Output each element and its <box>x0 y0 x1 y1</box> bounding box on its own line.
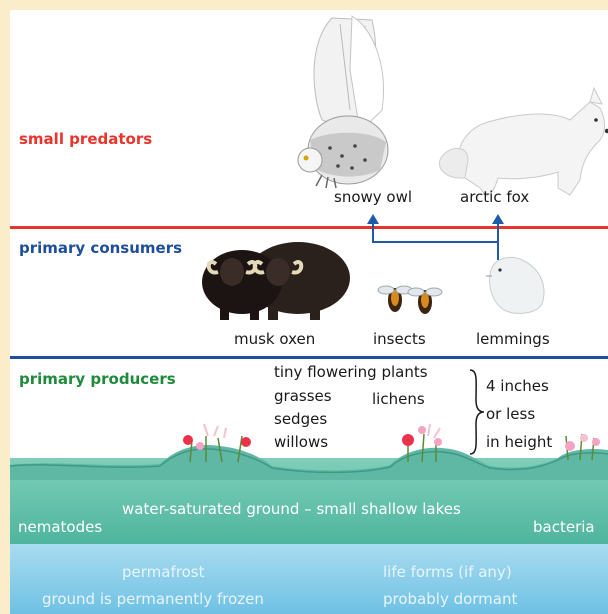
label-grasses: grasses <box>274 387 332 405</box>
label-willows: willows <box>274 433 328 451</box>
label-insects: insects <box>373 330 426 348</box>
label-lichens: lichens <box>372 390 425 408</box>
label-bacteria: bacteria <box>533 518 595 536</box>
label-height-1: 4 inches <box>486 377 549 395</box>
food-web-diagram: small predators primary consumers primar… <box>10 10 608 614</box>
label-sedges: sedges <box>274 410 327 428</box>
label-permafrost: permafrost <box>122 563 204 581</box>
label-lemmings: lemmings <box>476 330 550 348</box>
label-dormant: probably dormant <box>383 590 517 608</box>
label-saturated-ground: water-saturated ground – small shallow l… <box>122 500 461 518</box>
label-life-forms: life forms (if any) <box>383 563 512 581</box>
label-permafrost-desc: ground is permanently frozen <box>42 590 264 608</box>
label-flowering-plants: tiny flowering plants <box>274 363 428 381</box>
label-nematodes: nematodes <box>18 518 102 536</box>
label-musk-oxen: musk oxen <box>234 330 315 348</box>
label-arctic-fox: arctic fox <box>460 188 529 206</box>
label-snowy-owl: snowy owl <box>334 188 412 206</box>
label-height-2: or less <box>486 405 535 423</box>
label-height-3: in height <box>486 433 552 451</box>
